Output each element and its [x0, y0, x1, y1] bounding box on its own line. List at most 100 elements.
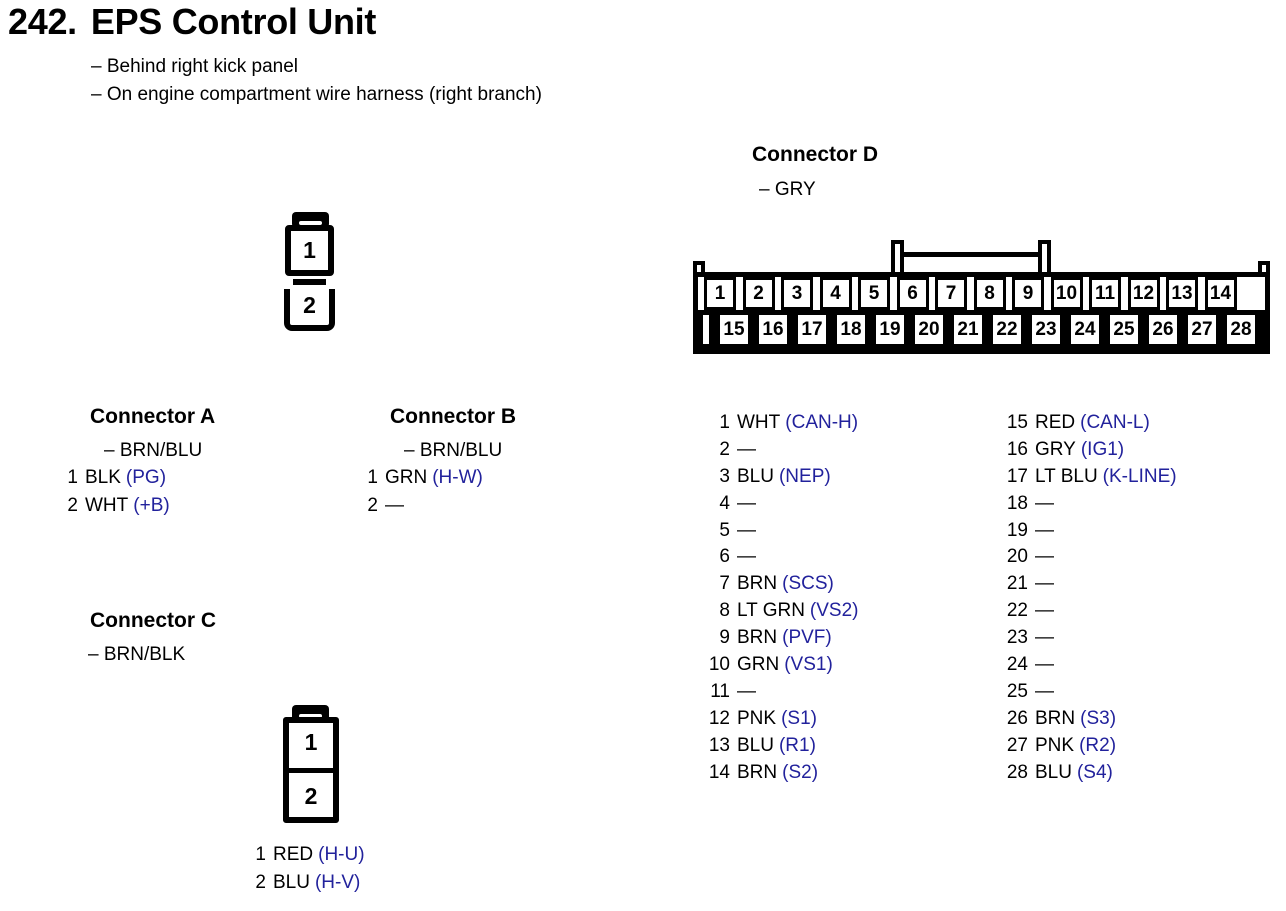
pin-number: 22	[1006, 600, 1028, 622]
pin-number: 2	[67, 495, 78, 516]
pin-row: 20 —	[1000, 544, 1177, 571]
wire-color: GRN	[385, 467, 428, 488]
pin-number: 6	[719, 546, 730, 568]
pin-row: 5—	[702, 518, 859, 545]
pin-number: 15	[1006, 412, 1028, 433]
pin-number: 5	[719, 519, 730, 541]
pin-row: 21 —	[1000, 571, 1177, 598]
connector-c-lock-slit	[299, 714, 322, 718]
pin-number: 21	[1006, 573, 1028, 595]
pin-number: 20	[1006, 546, 1028, 568]
page-title-number: 242.	[8, 1, 77, 42]
wire-color: —	[737, 492, 756, 514]
pin-cell: 7	[935, 277, 967, 310]
pin-cell: 24	[1068, 312, 1102, 347]
pin-number: 1	[255, 844, 266, 865]
pin-number: 10	[708, 654, 730, 676]
pin-number: 11	[710, 680, 730, 702]
pin-row: 11 —	[702, 679, 859, 706]
pin-cell: 6	[896, 277, 929, 310]
pin-cell: 25	[1107, 312, 1141, 347]
pin-number: 25	[1006, 680, 1028, 702]
wire-color: —	[1035, 573, 1054, 595]
pin-cell: 12	[1127, 277, 1160, 310]
wire-color: LT BLU	[1035, 465, 1098, 487]
location-notes: – Behind right kick panel – On engine co…	[91, 53, 542, 109]
pin-cell: 15	[717, 312, 751, 347]
wire-color: —	[737, 519, 756, 541]
signal-code: (CAN-L)	[1080, 412, 1150, 433]
signal-code: (NEP)	[778, 465, 831, 487]
pin-number: 14	[708, 761, 730, 783]
pin-cell: 20	[912, 312, 946, 347]
pin-cell: 4	[819, 277, 852, 310]
pin-number: 3	[719, 465, 730, 487]
wire-color: —	[737, 680, 756, 702]
signal-code: (+B)	[133, 495, 170, 516]
pin-number: 19	[1006, 519, 1028, 541]
note-line: – Behind right kick panel	[91, 56, 299, 77]
signal-code: (R2)	[1079, 734, 1117, 756]
pin-number: 9	[719, 627, 730, 649]
connector-d-bottom-stub	[700, 312, 712, 347]
pin-cell: 10	[1050, 277, 1083, 310]
wire-color: BRN	[737, 573, 778, 595]
pin-number: 26	[1006, 707, 1028, 729]
pin-number: 13	[708, 734, 730, 756]
signal-code: (PVF)	[782, 627, 832, 649]
pin-number: 8	[719, 600, 730, 622]
wire-color: —	[1035, 492, 1054, 514]
connector-d-latch-prong-left	[891, 240, 904, 277]
wire-color: PNK	[1035, 734, 1075, 756]
connector-ab-cavity-2: 2	[284, 279, 335, 331]
pin-row: 2—	[365, 492, 483, 520]
wire-color: WHT	[737, 412, 781, 433]
connector-d-title: Connector D	[752, 143, 878, 166]
pin-number: 23	[1006, 627, 1028, 649]
pin-number: 24	[1006, 654, 1028, 676]
connector-c-divider	[287, 768, 335, 773]
page-title: 242.EPS Control Unit	[8, 2, 376, 42]
connector-ab-diagram: 1 2	[283, 210, 339, 334]
pin-number: 7	[719, 573, 730, 595]
pin-row: 25—	[1000, 679, 1177, 706]
signal-code: (R1)	[778, 734, 816, 756]
pin-number: 2	[719, 438, 730, 460]
connector-c-cavity-2: 2	[304, 783, 318, 809]
pin-cell: 23	[1029, 312, 1063, 347]
signal-code: (S3)	[1080, 707, 1117, 729]
signal-code: (VS1)	[784, 654, 833, 676]
connector-ab-cavity-1: 1	[285, 225, 334, 276]
wire-color: RED	[273, 844, 314, 865]
connector-ab-lock-slit	[299, 221, 322, 225]
wire-color: —	[1035, 546, 1054, 568]
signal-code: (PG)	[125, 467, 167, 488]
connector-c-color-note: – BRN/BLK	[88, 644, 186, 665]
wire-color: BRN	[1035, 707, 1076, 729]
connector-ab-notch-left	[284, 279, 293, 289]
pin-row: 19—	[1000, 518, 1177, 545]
pin-row: 4—	[702, 491, 859, 518]
connector-d-latch-prong-right	[1038, 240, 1051, 277]
signal-code: (K-LINE)	[1102, 465, 1177, 487]
pin-cell: 16	[756, 312, 790, 347]
note-line: – On engine compartment wire harness (ri…	[91, 84, 542, 105]
connector-d-latch-bar	[902, 252, 1040, 257]
connector-c-cavity-1: 1	[304, 729, 318, 755]
signal-code: (CAN-H)	[785, 412, 859, 433]
pin-number: 18	[1006, 492, 1028, 514]
pin-number: 2	[367, 495, 378, 516]
